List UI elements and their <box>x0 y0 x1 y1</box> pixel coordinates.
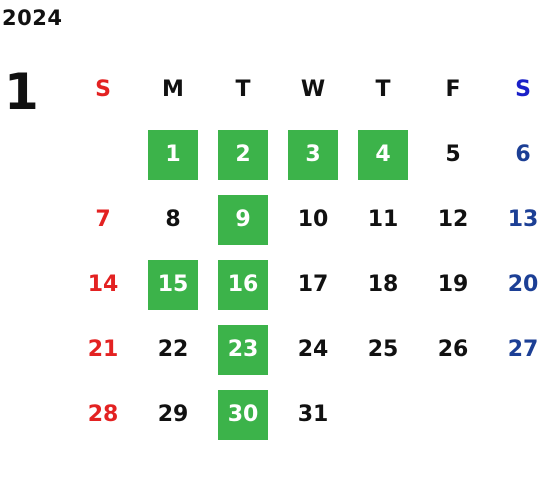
day-number: 18 <box>367 272 399 297</box>
day-number: 21 <box>87 337 119 362</box>
weekday-header-thursday: T <box>375 77 391 102</box>
day-cell[interactable]: 7 <box>68 187 138 252</box>
day-number: 24 <box>297 337 329 362</box>
day-cell[interactable]: 20 <box>488 252 548 317</box>
day-number: 26 <box>437 337 469 362</box>
day-cell[interactable]: 26 <box>418 317 488 382</box>
day-number: 27 <box>507 337 539 362</box>
weekday-header-monday: M <box>162 77 184 102</box>
day-cell[interactable]: 24 <box>278 317 348 382</box>
day-cell[interactable]: 18 <box>348 252 418 317</box>
day-number: 17 <box>297 272 329 297</box>
day-cell[interactable]: 12 <box>418 187 488 252</box>
day-number: 4 <box>375 142 391 167</box>
day-number: 12 <box>437 207 469 232</box>
day-number: 16 <box>227 272 259 297</box>
day-cell[interactable]: 19 <box>418 252 488 317</box>
day-number: 15 <box>157 272 189 297</box>
day-cell[interactable]: 17 <box>278 252 348 317</box>
day-number: 31 <box>297 402 329 427</box>
day-number: 22 <box>157 337 189 362</box>
day-cell[interactable]: 2 <box>208 122 278 187</box>
day-number: 30 <box>227 402 259 427</box>
day-number: 6 <box>515 142 531 167</box>
day-cell[interactable]: 28 <box>68 382 138 447</box>
day-number: 9 <box>235 207 251 232</box>
day-cell[interactable]: 1 <box>138 122 208 187</box>
day-cell[interactable]: 14 <box>68 252 138 317</box>
weekday-header-wednesday: W <box>300 77 326 102</box>
weekday-header-tuesday: T <box>235 77 251 102</box>
day-cell[interactable]: 31 <box>278 382 348 447</box>
day-cell[interactable]: 25 <box>348 317 418 382</box>
day-cell[interactable]: 3 <box>278 122 348 187</box>
day-cell[interactable]: 5 <box>418 122 488 187</box>
month-number: 1 <box>4 63 39 121</box>
day-cell[interactable]: 4 <box>348 122 418 187</box>
day-number: 25 <box>367 337 399 362</box>
day-cell[interactable]: 15 <box>138 252 208 317</box>
day-number: 1 <box>165 142 181 167</box>
year-label: 2024 <box>2 6 63 30</box>
weekday-header-sunday: S <box>95 77 111 102</box>
day-cell[interactable]: 23 <box>208 317 278 382</box>
day-cell[interactable]: 8 <box>138 187 208 252</box>
day-cell[interactable]: 13 <box>488 187 548 252</box>
day-number: 28 <box>87 402 119 427</box>
weekday-header-friday: F <box>445 77 461 102</box>
day-cell[interactable]: 11 <box>348 187 418 252</box>
empty-day-cell <box>68 122 138 187</box>
day-cell[interactable]: 29 <box>138 382 208 447</box>
day-number: 19 <box>437 272 469 297</box>
day-number: 3 <box>305 142 321 167</box>
day-cell[interactable]: 6 <box>488 122 548 187</box>
day-cell[interactable]: 22 <box>138 317 208 382</box>
day-cell[interactable]: 30 <box>208 382 278 447</box>
weekday-header-saturday: S <box>515 77 531 102</box>
day-cell[interactable]: 21 <box>68 317 138 382</box>
day-cell[interactable]: 16 <box>208 252 278 317</box>
day-number: 2 <box>235 142 251 167</box>
day-cell[interactable]: 10 <box>278 187 348 252</box>
day-cell[interactable]: 27 <box>488 317 548 382</box>
day-cell[interactable]: 9 <box>208 187 278 252</box>
day-number: 20 <box>507 272 539 297</box>
day-number: 5 <box>445 142 461 167</box>
day-number: 14 <box>87 272 119 297</box>
day-number: 7 <box>95 207 111 232</box>
day-number: 29 <box>157 402 189 427</box>
day-number: 8 <box>165 207 181 232</box>
day-number: 11 <box>367 207 399 232</box>
day-number: 10 <box>297 207 329 232</box>
day-number: 13 <box>507 207 539 232</box>
day-number: 23 <box>227 337 259 362</box>
